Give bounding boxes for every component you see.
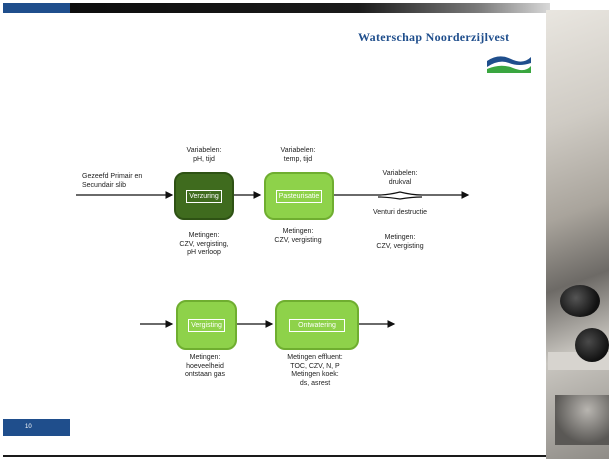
node-verzuring: Verzuring	[174, 172, 234, 220]
venturi-symbol	[366, 191, 432, 196]
logo-text: Waterschap Noorderzijlvest	[358, 30, 510, 44]
pasteurisatie-measurements: Metingen: CZV, vergisting	[274, 228, 322, 244]
verzuring-measurements: Metingen: CZV, vergisting, pH verloop	[179, 232, 229, 256]
node-pasteurisatie: Pasteurisatie	[264, 172, 334, 220]
page-number: 10	[3, 419, 70, 436]
node-pasteurisatie-label: Pasteurisatie	[275, 189, 323, 203]
input-label: Gezeefd Primair en Secundair slib	[82, 173, 143, 189]
pasteurisatie-variables: Variabelen: temp, tijd	[280, 147, 316, 163]
venturi-variables: Variabelen: drukval	[382, 170, 418, 186]
venturi-measurements: Metingen: CZV, vergisting	[376, 234, 424, 250]
ontwatering-measurements: Metingen effluent: TOC, CZV, N, P Meting…	[287, 354, 343, 387]
node-ontwatering-label: Ontwatering	[289, 318, 345, 332]
header-accent-bar	[3, 3, 70, 13]
microscope-photo	[546, 10, 609, 459]
microscope-knob	[560, 285, 600, 317]
node-vergisting-label: Vergisting	[188, 318, 225, 332]
microscope-knob	[575, 328, 609, 362]
venturi-symbol-lower	[377, 196, 423, 200]
venturi-label: Venturi destructie	[372, 209, 428, 216]
footer-line	[3, 455, 546, 457]
waves-logo-icon	[487, 56, 531, 73]
node-ontwatering: Ontwatering	[275, 300, 359, 350]
vergisting-measurements: Metingen: hoeveelheid ontstaan gas	[184, 354, 226, 378]
microscope-base	[555, 395, 609, 445]
node-verzuring-label: Verzuring	[186, 189, 222, 203]
verzuring-variables: Variabelen: pH, tijd	[186, 147, 222, 163]
node-vergisting: Vergisting	[176, 300, 237, 350]
header-bar	[70, 3, 550, 13]
